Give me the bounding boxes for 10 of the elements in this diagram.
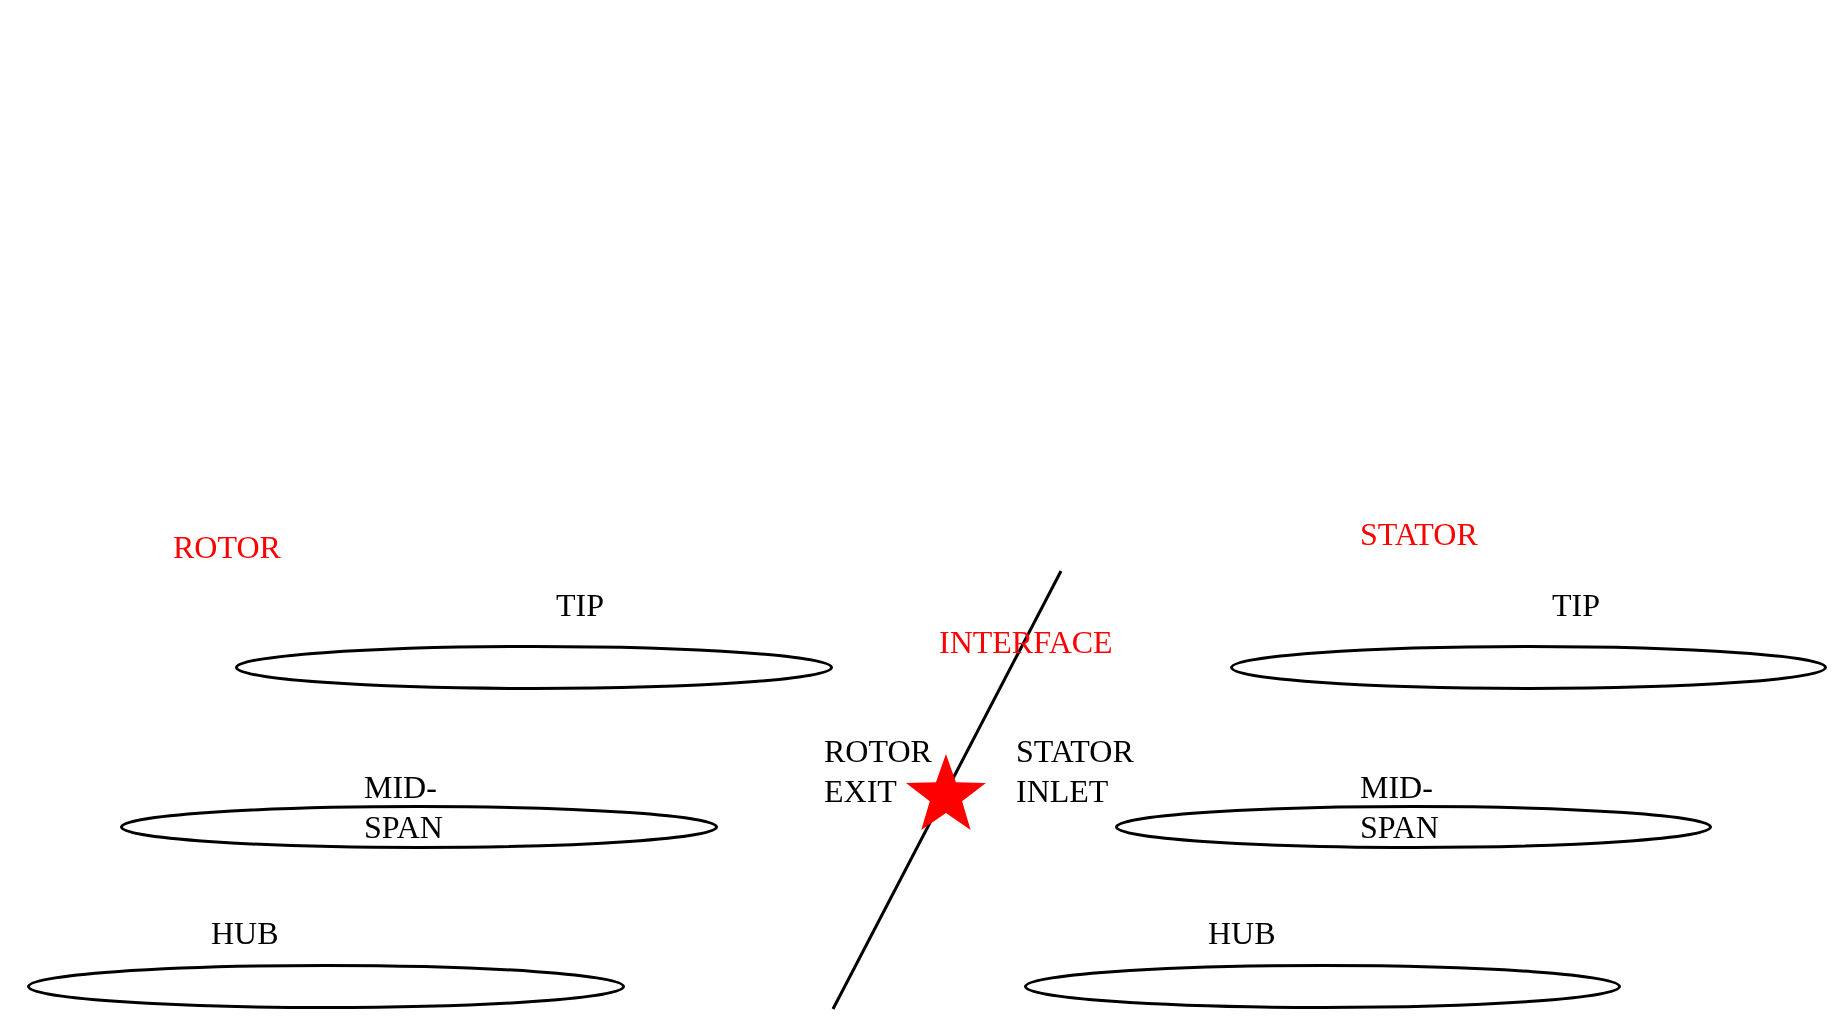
section-label: MID- SPAN — [1360, 768, 1439, 847]
region-label: ROTOR — [173, 528, 281, 567]
section-label: TIP — [556, 586, 604, 625]
section-label: MID- SPAN — [364, 768, 443, 847]
station-label: STATOR INLET — [1016, 732, 1134, 811]
section-label: TIP — [1552, 586, 1600, 625]
station-label: ROTOR EXIT — [824, 732, 932, 811]
region-label: STATOR — [1360, 515, 1478, 554]
section-label: HUB — [211, 914, 279, 953]
section-label: HUB — [1208, 914, 1276, 953]
